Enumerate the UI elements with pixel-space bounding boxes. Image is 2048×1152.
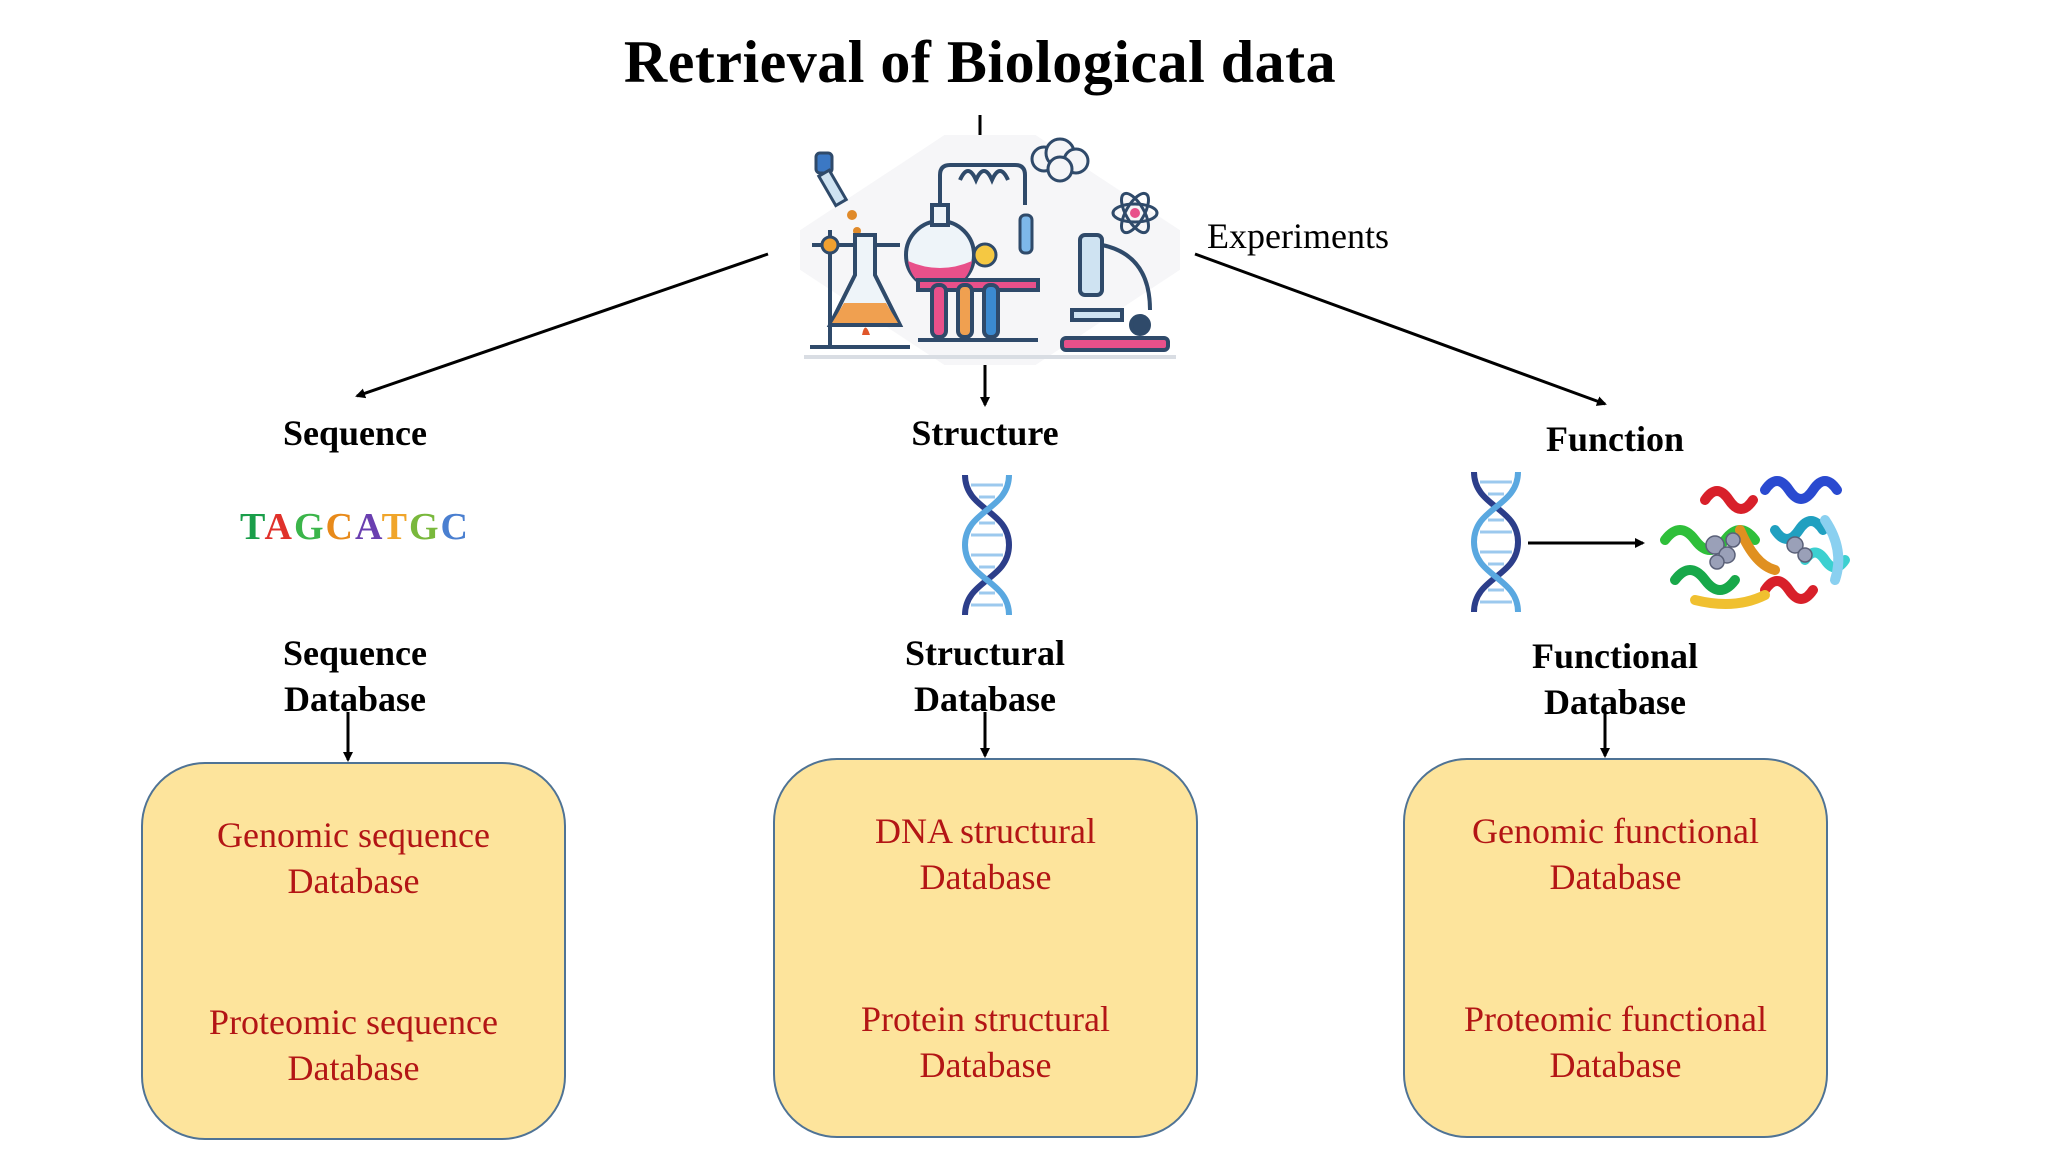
heading-structure: Structure (911, 413, 1059, 453)
db-title-sequence: Sequence Database (200, 630, 510, 722)
dna-letter: G (293, 506, 326, 548)
dna-letter: C (325, 506, 355, 548)
database-entry: Proteomic functional Database (1464, 999, 1767, 1085)
database-entry: Proteomic sequence Database (209, 1001, 498, 1088)
heading-function: Function (1545, 419, 1685, 459)
db-title-structural: Structural Database (830, 630, 1140, 722)
heading-sequence: Sequence (283, 413, 427, 453)
database-entry: Protein structural Database (861, 999, 1110, 1085)
protein-structure-icon (1660, 476, 1850, 609)
structural-database-box: DNA structural Database Protein structur… (773, 758, 1198, 1138)
dna-helix-icon (961, 475, 1013, 615)
db-title-functional: Functional Database (1460, 633, 1770, 725)
database-entry: DNA structural Database (875, 811, 1096, 897)
dna-letter: A (355, 506, 382, 548)
experiments-label: Experiments (1207, 216, 1389, 256)
functional-database-box: Genomic functional Database Proteomic fu… (1403, 758, 1828, 1138)
dna-letter: C (440, 506, 470, 548)
dna-letter: T (240, 506, 265, 548)
dna-sequence: TAGCATGC (240, 505, 470, 549)
database-entry: Genomic sequence Database (217, 814, 490, 901)
dna-letter: A (264, 506, 294, 548)
database-entry: Genomic functional Database (1472, 811, 1759, 897)
sequence-database-box: Genomic sequence Database Proteomic sequ… (141, 762, 566, 1140)
db-title-line: Database (914, 679, 1056, 719)
arrow-lab-to-function (1194, 252, 1607, 406)
dna-letter: G (408, 506, 441, 548)
db-title-line: Functional (1531, 636, 1699, 676)
db-title-line: Sequence (283, 633, 427, 673)
db-title-line: Structural (905, 633, 1065, 673)
lab-equipment-icon (800, 135, 1180, 365)
db-title-line: Database (1544, 682, 1686, 722)
page-title: Retrieval of Biological data (623, 29, 1337, 95)
dna-helix-icon (1470, 472, 1522, 612)
arrow-lab-to-sequence (355, 252, 769, 399)
db-title-line: Database (284, 679, 426, 719)
dna-letter: T (381, 506, 409, 548)
